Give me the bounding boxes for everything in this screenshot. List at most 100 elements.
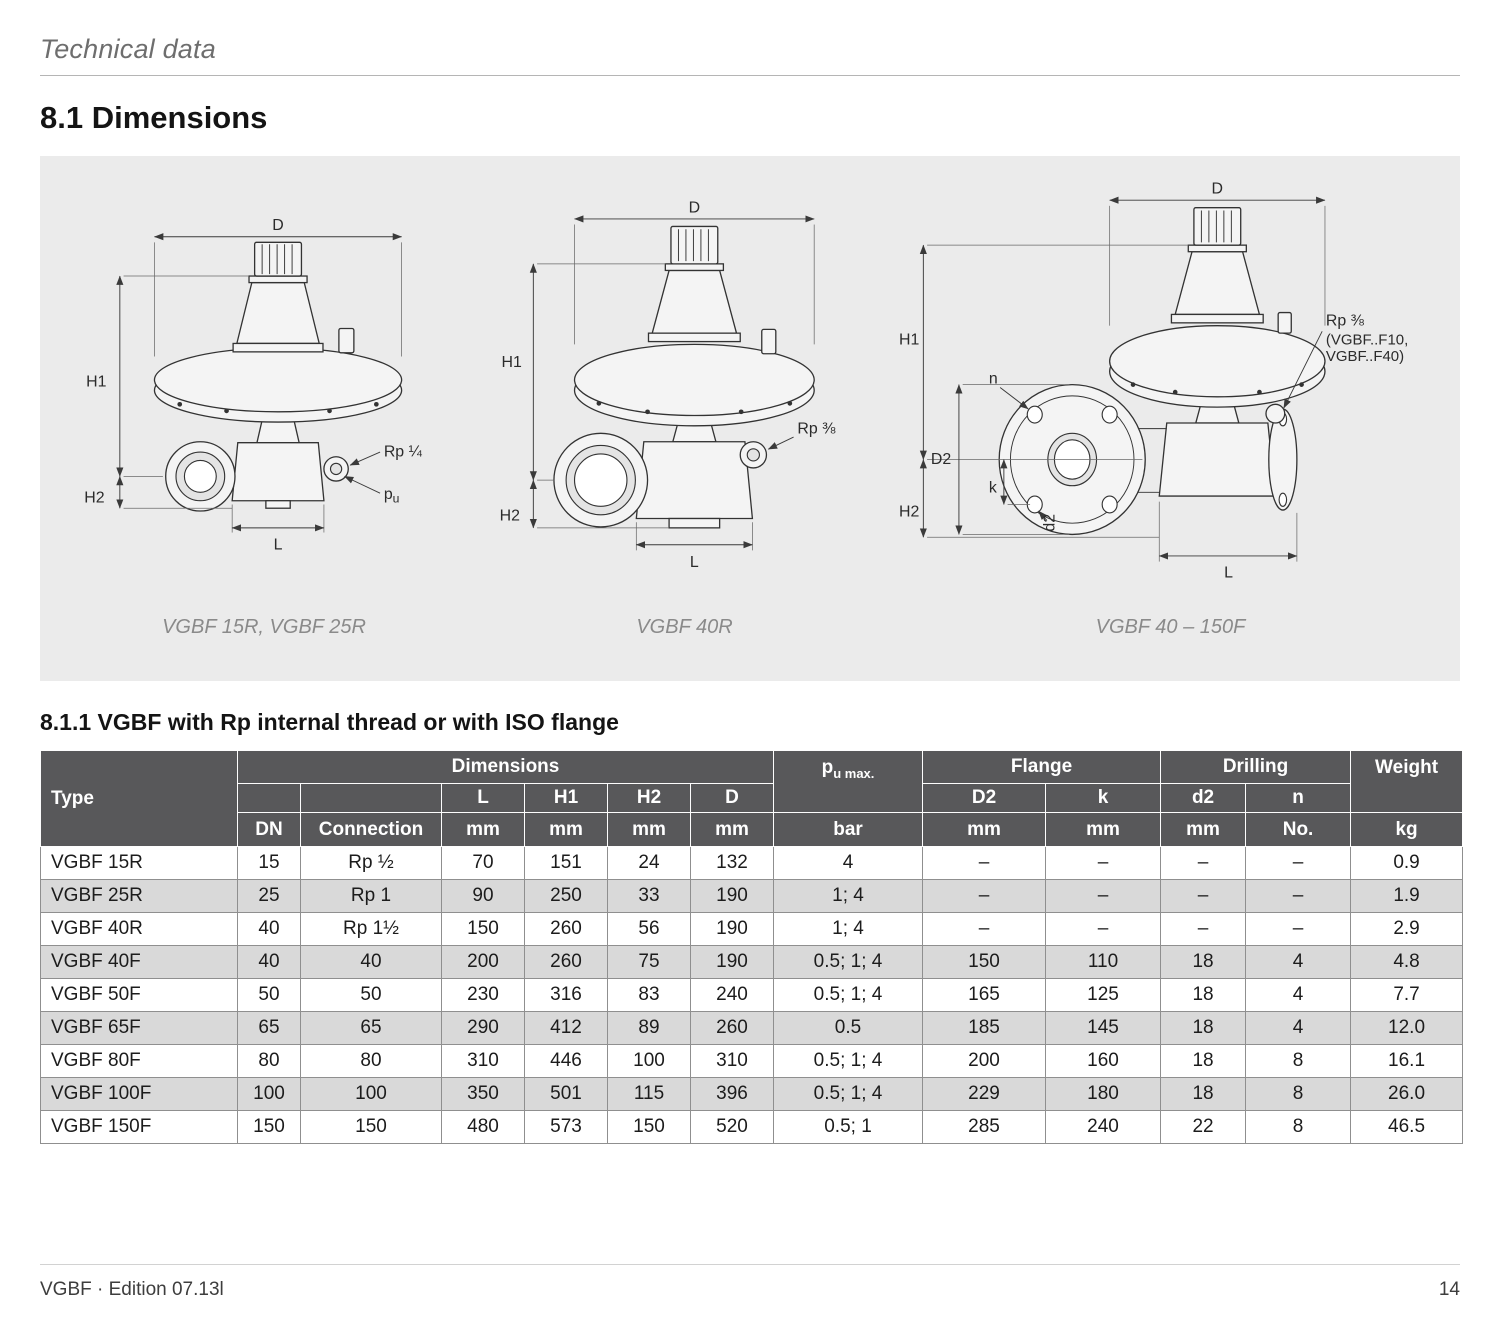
bottom-plug xyxy=(265,500,291,509)
housing-bolt xyxy=(1299,382,1304,387)
cell-value: 1.9 xyxy=(1350,879,1464,913)
cell-value: 240 xyxy=(689,978,775,1012)
dim-label-rp: Rp ⅜ xyxy=(797,420,836,437)
cell-value: – xyxy=(1045,846,1162,880)
diaphragm-housing-upper xyxy=(153,347,403,413)
cell-value: 40 xyxy=(237,912,301,946)
cell-value: 18 xyxy=(1160,1011,1247,1045)
spring-collar xyxy=(647,332,741,343)
cell-value: 1; 4 xyxy=(773,879,924,913)
cell-type: VGBF 25R xyxy=(40,879,238,913)
cell-value: 520 xyxy=(689,1110,775,1144)
cell-value: 100 xyxy=(607,1044,691,1078)
housing-bolt xyxy=(738,409,744,415)
dim-label-h1: H1 xyxy=(501,354,521,371)
cell-value: 110 xyxy=(1045,945,1162,979)
leader-pu xyxy=(344,475,381,494)
col-header-pu-max: pu max. xyxy=(773,750,924,813)
adjustment-cap xyxy=(1193,207,1242,246)
unit-header-mm: mm xyxy=(1160,812,1247,847)
spring-collar xyxy=(1170,313,1264,324)
cell-type: VGBF 50F xyxy=(40,978,238,1012)
pu-sub: u xyxy=(393,492,400,506)
adjustment-cap xyxy=(253,241,303,277)
leader-d2 xyxy=(1038,510,1048,521)
dim-label-l: L xyxy=(274,536,283,553)
cell-value: 480 xyxy=(441,1110,525,1144)
cell-value: 80 xyxy=(237,1044,301,1078)
cell-value: 200 xyxy=(441,945,525,979)
cell-value: 350 xyxy=(441,1077,525,1111)
spring-cone xyxy=(1174,251,1261,316)
figure-caption-1: VGBF 15R, VGBF 25R xyxy=(162,616,366,638)
cell-value: – xyxy=(922,879,1047,913)
cell-value: 316 xyxy=(524,978,608,1012)
cell-value: 12.0 xyxy=(1350,1011,1464,1045)
test-point-bore xyxy=(746,448,760,462)
cell-value: 200 xyxy=(922,1044,1047,1078)
dim-label-d: D xyxy=(272,217,284,234)
cell-value: 4 xyxy=(773,846,924,880)
cell-value: – xyxy=(1245,912,1352,946)
cell-value: – xyxy=(922,846,1047,880)
cell-value: 7.7 xyxy=(1350,978,1464,1012)
cell-value: 50 xyxy=(300,978,442,1012)
cell-value: 260 xyxy=(524,912,608,946)
diaphragm-housing-upper xyxy=(1108,325,1326,398)
spring-cone xyxy=(236,281,321,345)
cell-type: VGBF 80F xyxy=(40,1044,238,1078)
spring-cone xyxy=(650,269,737,334)
cell-value: 18 xyxy=(1160,1077,1247,1111)
dim-label-n: n xyxy=(989,371,998,388)
cell-value: 0.9 xyxy=(1350,846,1464,880)
cell-value: – xyxy=(1160,912,1247,946)
flange-bolt-hole xyxy=(1101,495,1118,514)
cell-value: 180 xyxy=(1045,1077,1162,1111)
cell-value: 75 xyxy=(607,945,691,979)
leader-rp xyxy=(349,451,381,466)
cell-value: 285 xyxy=(922,1110,1047,1144)
cell-value: 100 xyxy=(237,1077,301,1111)
vent-plug xyxy=(1277,311,1292,334)
cell-value: 412 xyxy=(524,1011,608,1045)
dim-label-h2: H2 xyxy=(84,490,104,507)
dim-label-rp-note2: VGBF..F40) xyxy=(1326,348,1404,365)
cell-value: 18 xyxy=(1160,945,1247,979)
cell-value: 250 xyxy=(524,879,608,913)
housing-bolt xyxy=(1257,389,1262,395)
table-header: Type Dimensions pu max. Flange Drilling … xyxy=(40,750,1464,847)
adjustment-cap xyxy=(669,225,718,265)
cell-value: 396 xyxy=(689,1077,775,1111)
unit-header-mm: mm xyxy=(1045,812,1162,847)
cell-value: 150 xyxy=(607,1110,691,1144)
cell-value: 56 xyxy=(607,912,691,946)
cell-value: 260 xyxy=(689,1011,775,1045)
unit-header-bar: bar xyxy=(773,812,924,847)
cell-value: 1; 4 xyxy=(773,912,924,946)
unit-header-mm: mm xyxy=(441,812,525,847)
cell-value: 150 xyxy=(441,912,525,946)
figure-vgbf-40-150f: D H1 H2 D2 k xyxy=(899,174,1442,639)
pu-main-label: p xyxy=(821,757,834,778)
housing-bolt xyxy=(1172,389,1178,395)
cell-value: 0.5; 1; 4 xyxy=(773,978,924,1012)
col-header-n: n xyxy=(1245,783,1352,813)
cell-value: 0.5; 1; 4 xyxy=(773,1077,924,1111)
cell-value: – xyxy=(922,912,1047,946)
cell-value: Rp 1½ xyxy=(300,912,442,946)
cell-value: 165 xyxy=(922,978,1047,1012)
cell-value: Rp 1 xyxy=(300,879,442,913)
dim-label-rp: Rp ⅜ xyxy=(1326,313,1365,330)
bottom-plug xyxy=(667,517,720,529)
dim-label-l: L xyxy=(1224,564,1233,581)
cell-value: – xyxy=(1245,846,1352,880)
dim-label-h1: H1 xyxy=(899,331,919,348)
cell-value: 573 xyxy=(524,1110,608,1144)
flange-bolt-hole xyxy=(1278,492,1288,507)
cap-knurling xyxy=(261,244,293,275)
